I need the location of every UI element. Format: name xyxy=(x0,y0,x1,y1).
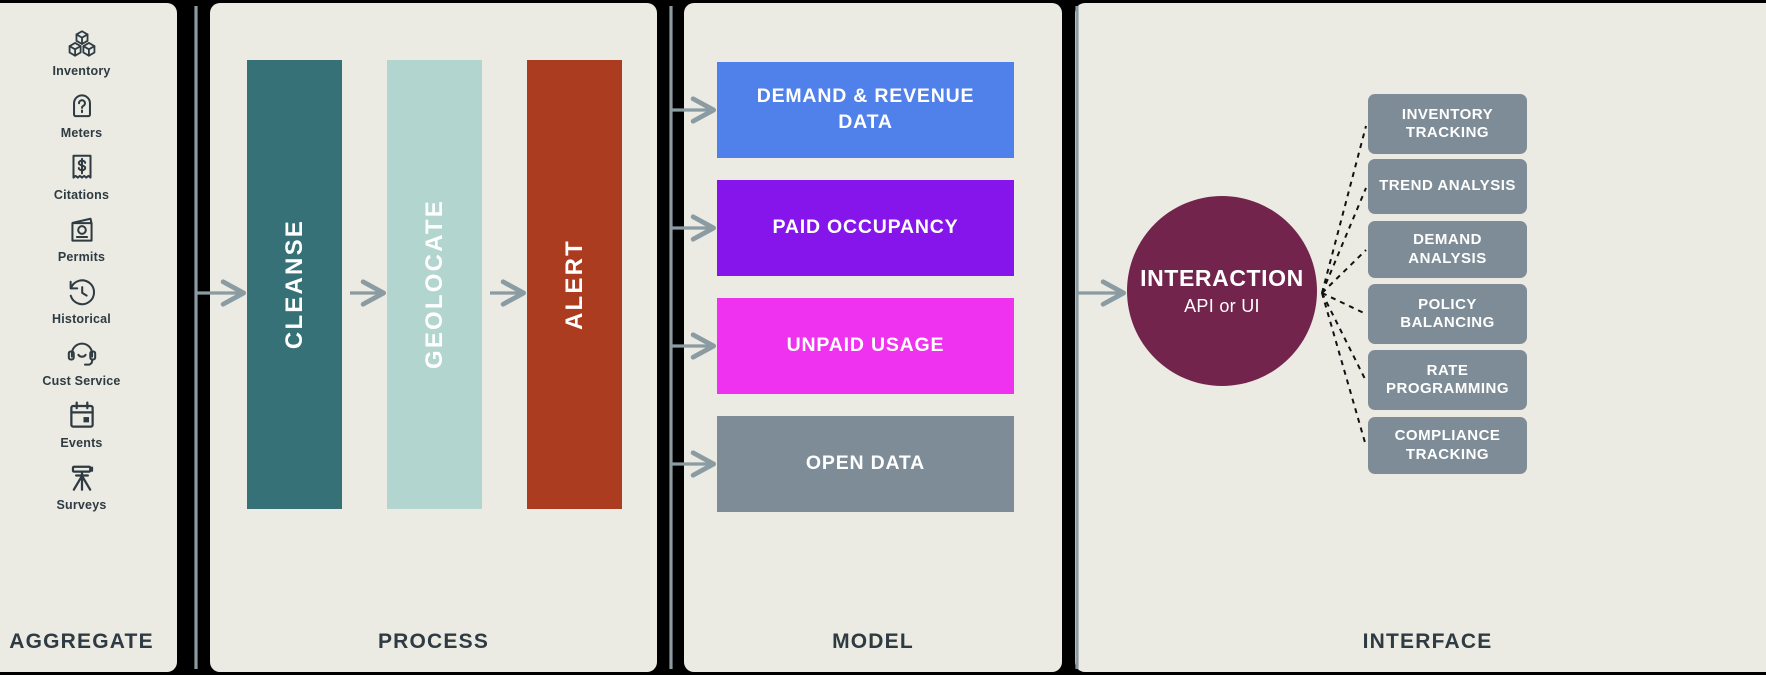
aggregate-item-label: Meters xyxy=(60,126,103,140)
interface-output-label: INVENTORY TRACKING xyxy=(1401,105,1494,141)
dollar-receipt-icon xyxy=(65,151,99,185)
aggregate-item-meters[interactable]: Meters xyxy=(7,89,157,140)
parking-meter-icon xyxy=(65,89,99,123)
survey-tripod-icon xyxy=(65,461,99,495)
clock-rewind-icon xyxy=(65,275,99,309)
aggregate-item-label: Citations xyxy=(53,188,110,202)
model-box-label: UNPAID USAGE xyxy=(786,334,945,357)
interaction-hub-subtitle: API or UI xyxy=(1184,296,1260,316)
aggregate-item-label: Permits xyxy=(57,250,106,264)
process-step-label: GEOLOCATE xyxy=(420,199,448,370)
process-step-geolocate[interactable]: GEOLOCATE xyxy=(387,60,482,509)
aggregate-item-inventory[interactable]: Inventory xyxy=(7,27,157,78)
permit-card-icon xyxy=(65,213,99,247)
interface-output-label: COMPLIANCE TRACKING xyxy=(1394,427,1501,463)
aggregate-item-cust-service[interactable]: Cust Service xyxy=(7,337,157,388)
panel-aggregate: Inventory Meters xyxy=(0,3,177,672)
interface-output-inventory-tracking[interactable]: INVENTORY TRACKING xyxy=(1368,94,1527,154)
model-box-label: OPEN DATA xyxy=(805,452,926,475)
aggregate-item-permits[interactable]: Permits xyxy=(7,213,157,264)
headset-icon xyxy=(65,337,99,371)
model-box-open-data[interactable]: OPEN DATA xyxy=(717,416,1014,512)
boxes-icon xyxy=(65,27,99,61)
calendar-icon xyxy=(65,399,99,433)
model-box-label: PAID OCCUPANCY xyxy=(772,216,959,239)
model-box-demand-revenue-data[interactable]: DEMAND & REVENUE DATA xyxy=(717,62,1014,158)
interaction-hub-title: INTERACTION xyxy=(1140,265,1304,291)
interface-output-trend-analysis[interactable]: TREND ANALYSIS xyxy=(1368,159,1527,214)
interaction-hub[interactable]: INTERACTION API or UI xyxy=(1127,196,1317,386)
interface-output-label: TREND ANALYSIS xyxy=(1379,177,1516,195)
panel-title-model: MODEL xyxy=(832,630,914,653)
aggregate-item-label: Surveys xyxy=(56,498,107,512)
process-step-label: CLEANSE xyxy=(280,219,308,350)
model-box-label: DEMAND & REVENUE DATA xyxy=(756,85,975,133)
interface-output-label: DEMAND ANALYSIS xyxy=(1408,231,1487,267)
aggregate-item-label: Events xyxy=(60,436,103,450)
aggregate-item-label: Historical xyxy=(52,312,111,326)
model-box-unpaid-usage[interactable]: UNPAID USAGE xyxy=(717,298,1014,394)
aggregate-item-citations[interactable]: Citations xyxy=(7,151,157,202)
model-box-paid-occupancy[interactable]: PAID OCCUPANCY xyxy=(717,180,1014,276)
panel-title-interface: INTERFACE xyxy=(1362,630,1493,653)
interface-output-policy-balancing[interactable]: POLICY BALANCING xyxy=(1368,284,1527,344)
interface-output-label: POLICY BALANCING xyxy=(1400,295,1495,331)
interface-output-label: RATE PROGRAMMING xyxy=(1386,361,1509,397)
aggregate-item-label: Inventory xyxy=(52,64,111,78)
aggregate-item-surveys[interactable]: Surveys xyxy=(7,461,157,512)
panel-title-process: PROCESS xyxy=(377,630,490,653)
process-step-alert[interactable]: ALERT xyxy=(527,60,622,509)
interface-output-rate-programming[interactable]: RATE PROGRAMMING xyxy=(1368,350,1527,410)
aggregate-item-historical[interactable]: Historical xyxy=(7,275,157,326)
aggregate-item-events[interactable]: Events xyxy=(7,399,157,450)
aggregate-item-label: Cust Service xyxy=(42,374,121,388)
aggregate-source-list: Inventory Meters xyxy=(0,27,177,512)
interface-output-compliance-tracking[interactable]: COMPLIANCE TRACKING xyxy=(1368,417,1527,474)
process-step-label: ALERT xyxy=(560,239,588,330)
interface-output-demand-analysis[interactable]: DEMAND ANALYSIS xyxy=(1368,221,1527,278)
panel-title-aggregate: AGGREGATE xyxy=(9,630,154,653)
process-step-cleanse[interactable]: CLEANSE xyxy=(247,60,342,509)
